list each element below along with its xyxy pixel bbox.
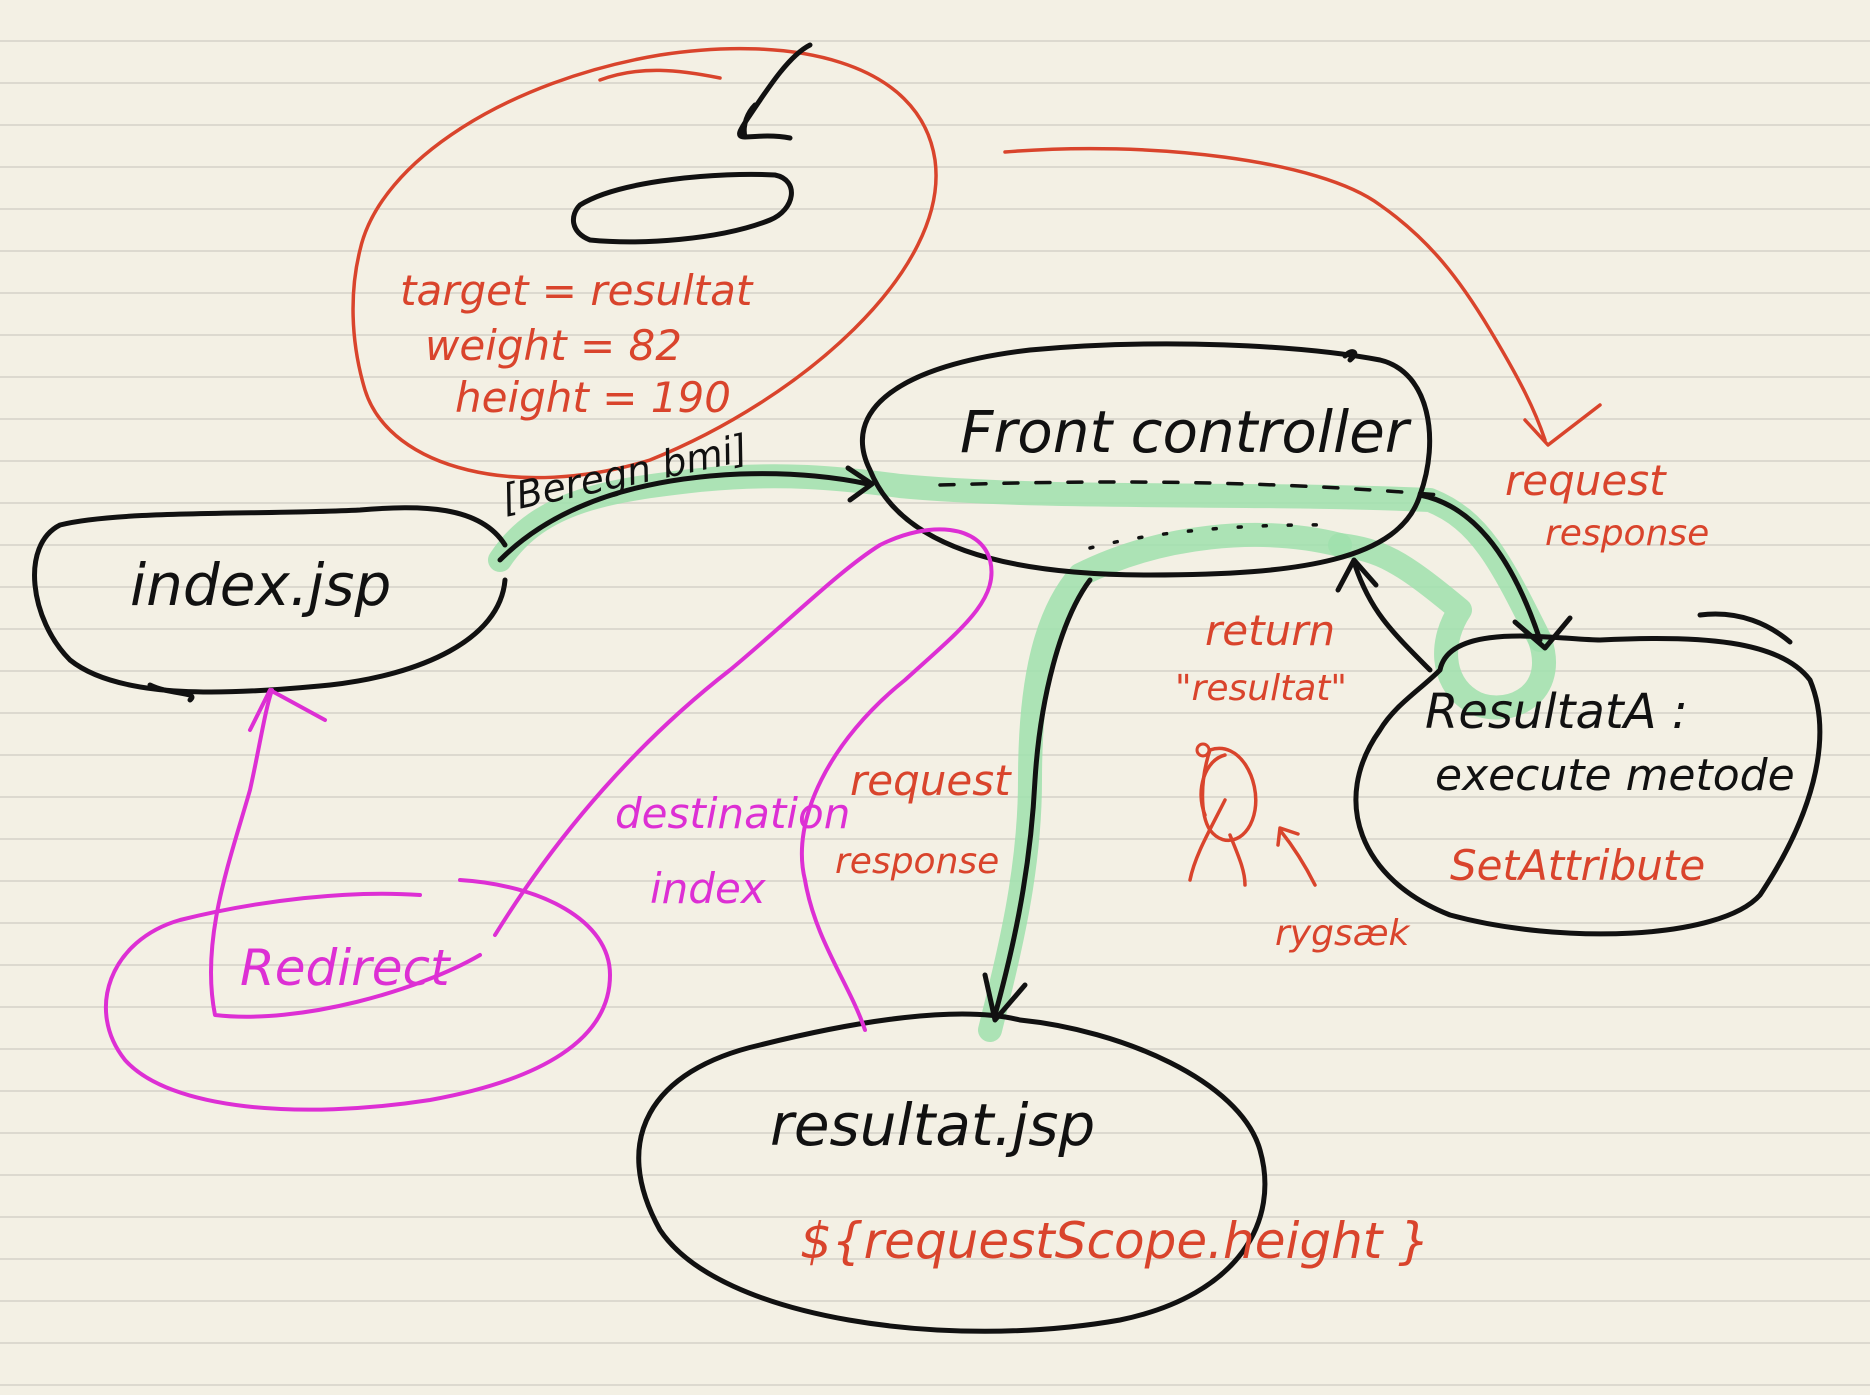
rygsaek-label: rygsæk xyxy=(1275,913,1412,954)
destination-label-line2: index xyxy=(650,864,767,913)
resultat-jsp-label: resultat.jsp xyxy=(770,1091,1095,1159)
request-top-label: request xyxy=(1505,456,1667,505)
return-label-line2: "resultat" xyxy=(1175,668,1347,709)
arrowhead-resultata xyxy=(1512,615,1573,651)
red-arrow-curve xyxy=(1003,146,1547,442)
request-response-arrow: request response xyxy=(1003,146,1709,554)
response-top-label: response xyxy=(1545,513,1709,554)
resultata-flourish xyxy=(1697,611,1793,645)
resultata-label-line1: ResultatA : xyxy=(1425,684,1688,740)
red-arrowhead xyxy=(1523,403,1602,447)
index-jsp-outline xyxy=(32,505,508,695)
magenta-arrow-to-index xyxy=(208,688,482,1019)
arrow-resultata-return xyxy=(1352,562,1433,673)
node-resultata-action: ResultatA : execute metode SetAttribute xyxy=(1353,611,1823,937)
green-path-loop-resultata xyxy=(1328,533,1556,720)
front-controller-label: Front controller xyxy=(960,398,1412,466)
param-height: height = 190 xyxy=(455,373,731,422)
param-weight: weight = 82 xyxy=(425,321,682,370)
node-resultat-jsp: resultat.jsp ${requestScope.height } xyxy=(636,1011,1430,1334)
param-target: target = resultat xyxy=(400,266,754,315)
arrowhead-return xyxy=(1335,557,1379,593)
magenta-arrowhead xyxy=(248,688,327,732)
front-controller-dashed-line xyxy=(938,480,1442,497)
request-mid-label: request xyxy=(850,756,1012,805)
redirect-path: Redirect destination index xyxy=(103,527,994,1112)
magenta-redirect-oval xyxy=(103,878,612,1112)
resultat-jsp-el-label: ${requestScope.height } xyxy=(800,1212,1430,1270)
resultata-label-line2: execute metode xyxy=(1435,750,1795,801)
return-annotation: return "resultat" rygsæk xyxy=(1175,606,1412,954)
rygsaek-arrow xyxy=(1276,826,1317,887)
destination-label-line1: destination xyxy=(615,789,850,838)
params-outline xyxy=(351,46,938,480)
return-label-line1: return xyxy=(1205,606,1335,655)
magenta-loop-to-controller xyxy=(493,527,994,1032)
response-mid-label: response xyxy=(835,841,999,882)
arrowhead-controller xyxy=(845,465,875,503)
arrowhead-resultatjsp xyxy=(982,972,1028,1023)
resultata-outline xyxy=(1353,633,1823,937)
front-controller-outline xyxy=(859,341,1433,578)
arrow-index-to-controller xyxy=(497,471,871,563)
node-front-controller: Front controller xyxy=(859,341,1442,578)
index-jsp-tail xyxy=(147,682,195,703)
params-note: target = resultat weight = 82 height = 1… xyxy=(351,42,938,480)
backpack-icon xyxy=(1188,742,1258,887)
arrow-controller-to-resultatjsp xyxy=(992,577,1093,1018)
resultat-jsp-outline xyxy=(636,1011,1268,1334)
beregn-bmi-label: [Beregn bmi] xyxy=(498,426,752,521)
index-jsp-label: index.jsp xyxy=(130,551,391,619)
redirect-label: Redirect xyxy=(240,939,452,997)
front-controller-dotted-line xyxy=(1088,523,1332,550)
resultat-highlight-oval xyxy=(570,171,794,245)
params-outline-extra xyxy=(598,68,722,82)
node-index-jsp: index.jsp xyxy=(32,505,508,703)
resultata-label-line3: SetAttribute xyxy=(1450,841,1705,890)
pointer-arrow xyxy=(737,42,813,141)
arrow-controller-to-resultata xyxy=(1417,492,1543,643)
mid-request-response: request response xyxy=(835,756,1012,882)
front-controller-flourish xyxy=(1342,349,1358,363)
